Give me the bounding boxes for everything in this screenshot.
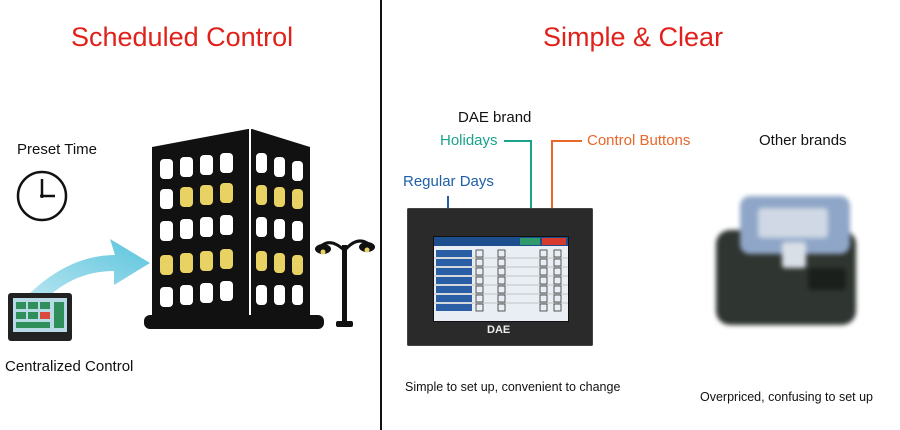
building-windows [160,153,303,307]
dae-device-screen [433,236,569,322]
control-tab [542,238,566,245]
control-tablet [8,293,72,341]
dae-brand-label: DAE brand [458,109,532,126]
other-brand-device [712,190,867,335]
holidays-label: Holidays [440,132,498,149]
tablet-screen [13,298,67,332]
preset-time-label: Preset Time [17,141,98,158]
dae-device: DAE [407,208,593,346]
screen-header [434,237,568,246]
tablet-tile [28,312,38,319]
right-title: Simple & Clear [543,22,724,52]
clock-icon [16,170,68,222]
device-terminal [808,268,846,290]
arrow-graphic [20,239,150,307]
device-lever [782,242,806,268]
control-buttons-label: Control Buttons [587,132,691,149]
panel-divider [380,0,382,430]
centralized-control-label: Centralized Control [5,358,134,375]
building-illustration [144,129,375,329]
schedule-grid [434,249,568,312]
tablet-tile [40,312,50,319]
dae-caption: Simple to set up, convenient to change [405,380,621,394]
tablet-tile [16,312,26,319]
tablet-tile [54,302,64,328]
holiday-tab [520,238,540,245]
tablet-tile [16,302,26,309]
device-display [758,208,828,238]
street-lamp [315,239,375,327]
other-caption: Overpriced, confusing to set up [700,390,874,404]
tablet-tile [40,302,50,309]
regular-days-label: Regular Days [403,173,494,190]
left-title: Scheduled Control [71,22,294,52]
dae-device-logo: DAE [487,324,511,336]
tablet-tile [28,302,38,309]
other-brands-label: Other brands [759,132,847,149]
tablet-tile [16,322,50,328]
